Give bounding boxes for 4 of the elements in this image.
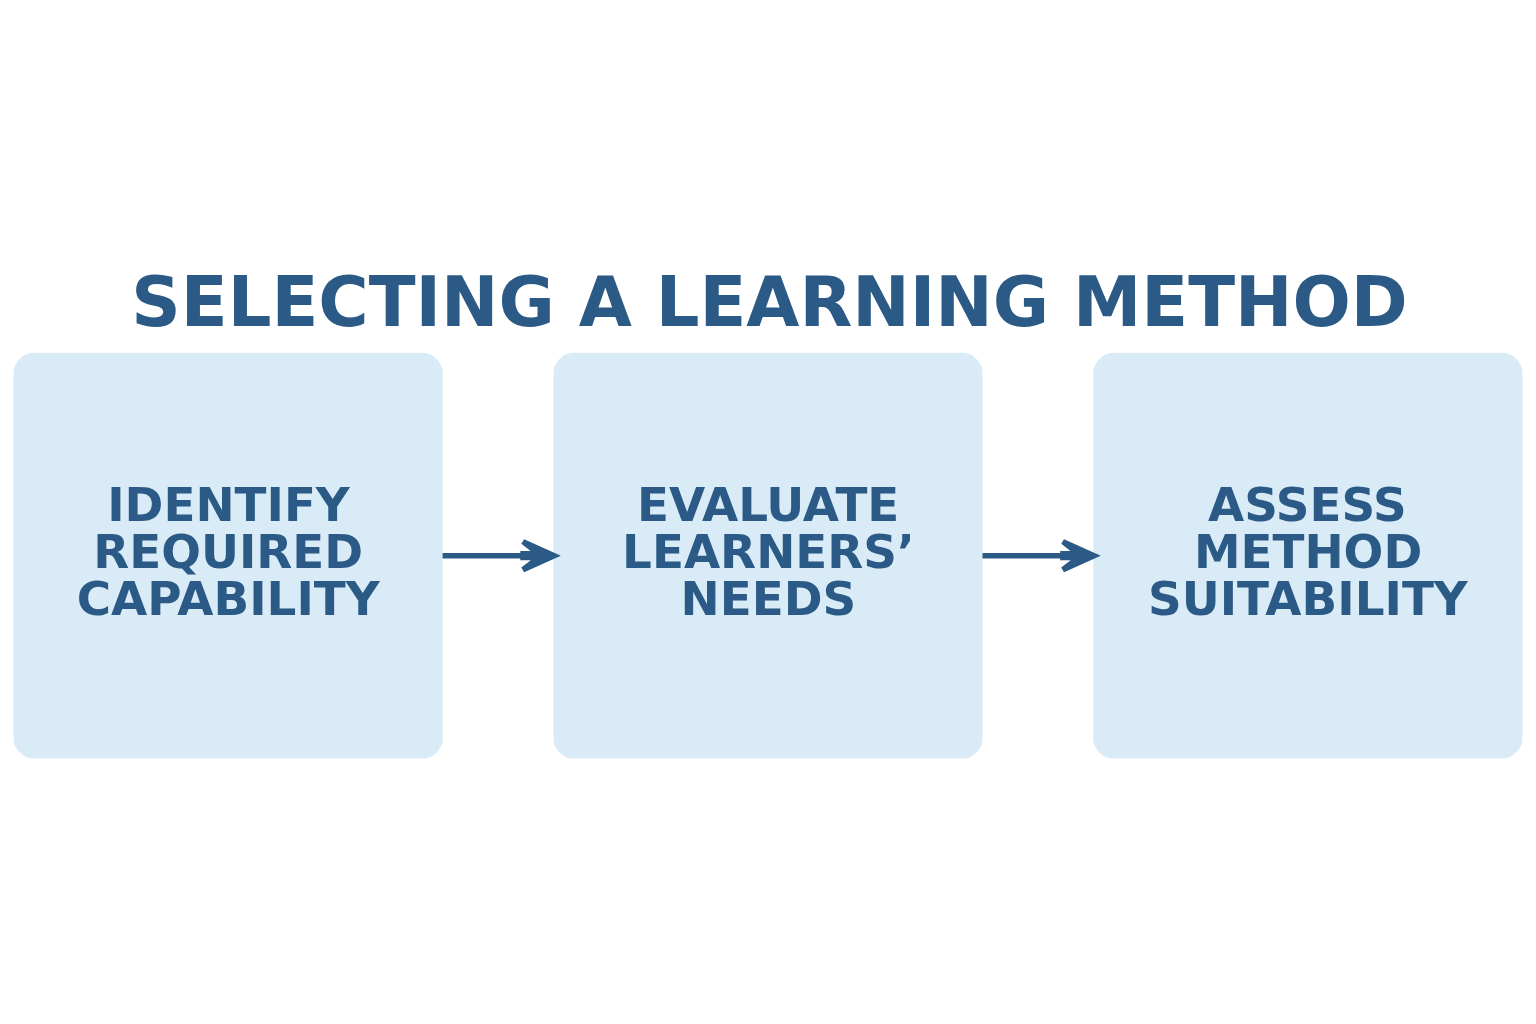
- node-box: EVALUATE LEARNERS’ NEEDS: [553, 352, 983, 759]
- diagram-title: SELECTING A LEARNING METHOD: [131, 261, 1408, 342]
- node-box: ASSESS METHOD SUITABILITY: [1093, 352, 1523, 759]
- node-box: IDENTIFY REQUIRED CAPABILITY: [13, 352, 443, 759]
